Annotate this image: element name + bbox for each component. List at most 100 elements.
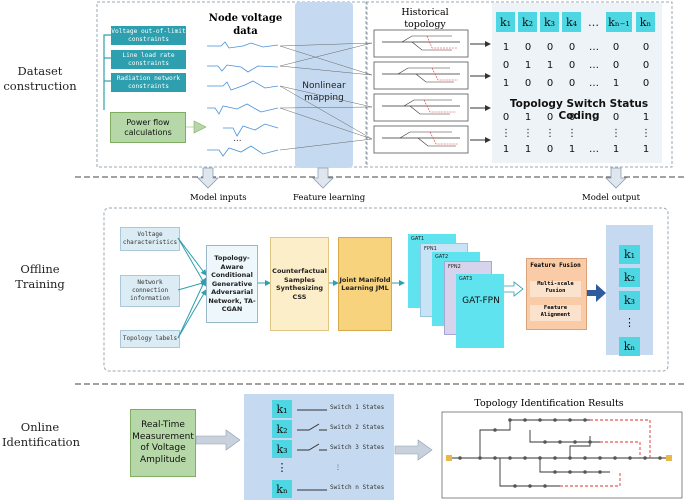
coding-cell: ⋮ bbox=[501, 128, 511, 139]
switch-k-box: k₁ bbox=[272, 400, 292, 418]
coding-cell: ⋮ bbox=[567, 128, 577, 139]
down-arrow-model-inputs bbox=[197, 167, 219, 189]
switch-symbol-icon bbox=[297, 489, 327, 491]
coding-cell: … bbox=[589, 112, 599, 123]
coding-header-cell: k₁ bbox=[496, 12, 515, 32]
switch-panel bbox=[244, 394, 394, 500]
measure-to-switch-arrow bbox=[195, 429, 241, 451]
coding-header-cell: k₃ bbox=[540, 12, 559, 32]
jml-box: Joint Manifold Learning JML bbox=[338, 237, 392, 331]
coding-cell: 1 bbox=[502, 78, 510, 89]
output-k-item: ⋮ bbox=[624, 315, 635, 329]
result-end-markers bbox=[446, 455, 672, 461]
coding-cell: 0 bbox=[568, 60, 576, 71]
coding-cell: 1 bbox=[502, 144, 510, 155]
coding-cell: 0 bbox=[546, 78, 554, 89]
switch-state-label: ⋮ bbox=[335, 464, 341, 471]
dataset-panel-left bbox=[96, 1, 368, 168]
coding-cell: 1 bbox=[502, 42, 510, 53]
output-k-item: k₃ bbox=[619, 291, 640, 310]
switch-state-label: Switch 1 States bbox=[330, 404, 385, 411]
switch-symbol-icon bbox=[297, 423, 327, 431]
powerflow-arrow bbox=[185, 120, 207, 134]
coding-cell: 0 bbox=[502, 60, 510, 71]
coding-cell: 1 bbox=[612, 144, 620, 155]
coding-cell: 0 bbox=[546, 112, 554, 123]
coding-cell: ⋮ bbox=[523, 128, 533, 139]
input-voltage-characteristics: Voltage characteristics bbox=[120, 227, 180, 251]
historical-topology-title: Historical topology bbox=[401, 7, 449, 30]
coding-cell: … bbox=[589, 42, 599, 53]
switch-k-box: ⋮ bbox=[276, 460, 288, 474]
switch-state-label: Switch n States bbox=[330, 484, 385, 491]
switch-k-box: kₙ bbox=[272, 480, 292, 498]
coding-cell: 0 bbox=[546, 144, 554, 155]
coding-cell: 0 bbox=[502, 112, 510, 123]
mapping-lines bbox=[279, 42, 373, 151]
coding-cell: 0 bbox=[612, 60, 620, 71]
dataset-panel-right bbox=[365, 1, 673, 168]
coding-header-cell: kₙ bbox=[636, 12, 655, 32]
coding-cell: 1 bbox=[642, 112, 650, 123]
switch-symbol-icon bbox=[297, 409, 327, 411]
coding-cell: … bbox=[589, 144, 599, 155]
switch-k-box: k₃ bbox=[272, 440, 292, 458]
coding-cell: 1 bbox=[612, 78, 620, 89]
switch-state-label: Switch 2 States bbox=[330, 424, 385, 431]
constraint-voltage: Voltage out-of-limit constraints bbox=[111, 26, 186, 45]
topology-thumbnails bbox=[373, 29, 469, 154]
coding-header-cell: kₙ₋₁ bbox=[606, 12, 632, 32]
output-k-item: k₁ bbox=[619, 245, 640, 264]
result-topology bbox=[441, 411, 683, 499]
voltage-waveforms: ... bbox=[207, 41, 279, 157]
layer-gat3: GAT3 bbox=[456, 274, 504, 348]
constraint-line-load: Line load rate constraints bbox=[111, 50, 186, 69]
nonlinear-mapping-panel bbox=[295, 2, 353, 168]
coding-cell: ⋮ bbox=[545, 128, 555, 139]
stage-label-online: Online Identification bbox=[2, 420, 81, 449]
coding-cell: 1 bbox=[546, 60, 554, 71]
label-feature-learning: Feature learning bbox=[293, 193, 366, 203]
power-flow-box: Power flow calculations bbox=[110, 112, 186, 143]
coding-cell: 1 bbox=[524, 144, 532, 155]
down-arrow-model-output bbox=[605, 167, 627, 189]
coding-cell: 1 bbox=[524, 112, 532, 123]
stage-label-dataset: Dataset construction bbox=[3, 64, 77, 93]
feature-fusion-title: Feature Fusion bbox=[530, 262, 581, 269]
coding-cell: 0 bbox=[568, 42, 576, 53]
coding-header-cell: … bbox=[588, 15, 599, 29]
coding-cell: 0 bbox=[642, 42, 650, 53]
coding-cell: 0 bbox=[524, 78, 532, 89]
constraint-bracket bbox=[103, 34, 112, 110]
topo-thumb-1 bbox=[373, 29, 469, 58]
offline-panel bbox=[103, 207, 669, 372]
coding-cell: ⋮ bbox=[641, 128, 651, 139]
gatfpn-to-fusion-arrow bbox=[502, 281, 524, 297]
switch-k-box: k₂ bbox=[272, 420, 292, 438]
coding-cell: 0 bbox=[524, 42, 532, 53]
coding-cell: 1 bbox=[524, 60, 532, 71]
coding-cell: … bbox=[589, 78, 599, 89]
label-model-inputs: Model inputs bbox=[190, 193, 247, 203]
switch-to-results-arrow bbox=[394, 439, 433, 461]
realtime-measurement-box: Real-Time Measurement of Voltage Amplitu… bbox=[130, 409, 196, 477]
tacgan-box: Topology-Aware Conditional Generative Ad… bbox=[206, 245, 258, 323]
coding-header-cell: k₄ bbox=[562, 12, 581, 32]
constraint-radiation: Radiation network constraints bbox=[111, 73, 186, 92]
alignment-box: Feature Alignment bbox=[530, 305, 581, 321]
down-arrow-feature-learning bbox=[312, 167, 334, 189]
coding-cell: 0 bbox=[568, 112, 576, 123]
coding-cell: 1 bbox=[642, 144, 650, 155]
coding-cell: 1 bbox=[568, 144, 576, 155]
input-topology-labels: Topology labels bbox=[120, 330, 180, 348]
result-red-paths bbox=[560, 419, 651, 487]
label-model-output: Model output bbox=[582, 193, 641, 203]
coding-caption: Topology Switch Status Coding bbox=[509, 98, 649, 122]
results-title: Topology Identification Results bbox=[474, 398, 624, 409]
css-box: Counterfactual Samples Synthesizing CSS bbox=[270, 237, 329, 331]
output-k-item: kₙ bbox=[619, 337, 640, 356]
coding-header-cell: k₂ bbox=[518, 12, 537, 32]
gatfpn-label: GAT-FPN bbox=[462, 296, 500, 306]
